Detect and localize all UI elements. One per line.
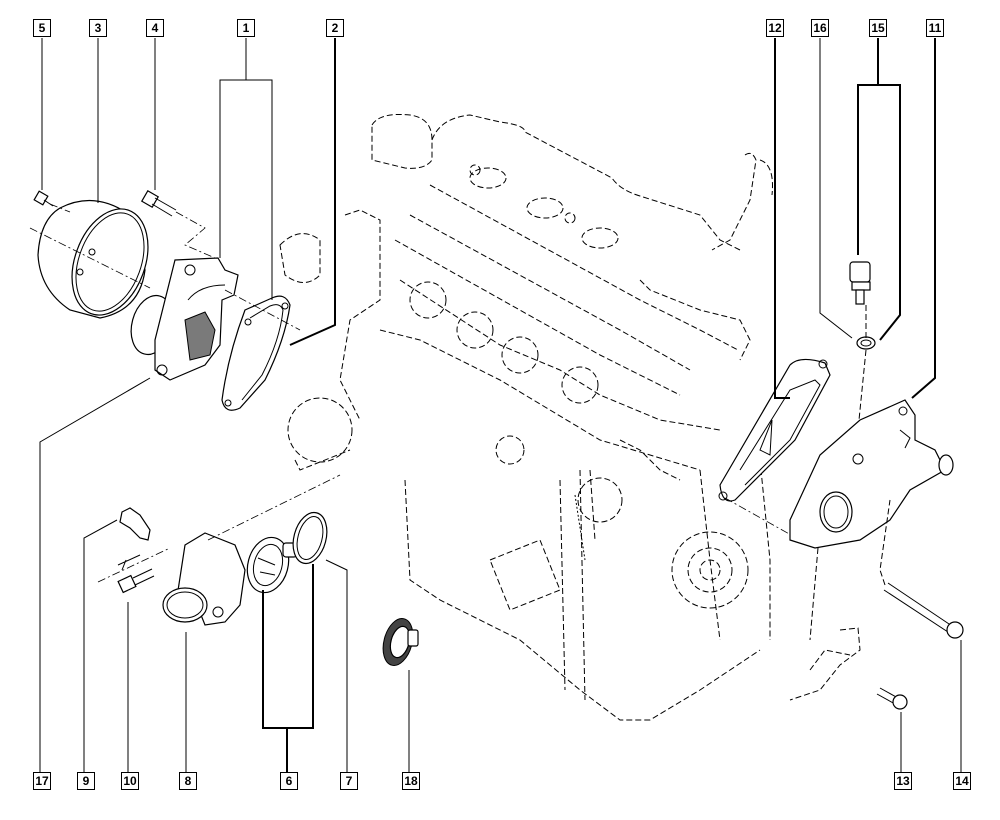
callout-13: 13 [894,772,912,790]
water-outlet-housing [789,399,954,549]
leader-lines [39,38,962,778]
bracket-bolt [809,547,908,710]
callout-17: 17 [33,772,51,790]
hose-clip [119,507,151,541]
coolant-temperature-sensor [849,261,876,461]
callout-14: 14 [953,772,971,790]
thermostat-alternate [382,618,419,666]
engine-block-phantom [279,114,773,721]
thermostat-cover [162,474,341,626]
pulley-bolt [33,190,71,213]
callout-6: 6 [280,772,298,790]
callout-5: 5 [33,19,51,37]
water-pump [130,257,239,381]
thermostat-cover-bolt [97,547,171,594]
thermostat-o-ring [292,511,328,565]
water-outlet-gasket [718,358,831,541]
water-pump-pulley [29,199,151,319]
callout-7: 7 [340,772,358,790]
long-bolt [879,499,964,639]
callout-3: 3 [89,19,107,37]
thermostat [246,536,298,594]
callout-2: 2 [326,19,344,37]
water-pump-gasket [221,289,301,411]
callout-8: 8 [179,772,197,790]
water-pump-bolt [140,189,216,259]
callout-10: 10 [121,772,139,790]
mounting-bracket [789,627,861,701]
callout-1: 1 [237,19,255,37]
callout-16: 16 [811,19,829,37]
callout-11: 11 [926,19,944,37]
callout-18: 18 [402,772,420,790]
callout-9: 9 [77,772,95,790]
callout-15: 15 [869,19,887,37]
callout-4: 4 [146,19,164,37]
callout-12: 12 [766,19,784,37]
